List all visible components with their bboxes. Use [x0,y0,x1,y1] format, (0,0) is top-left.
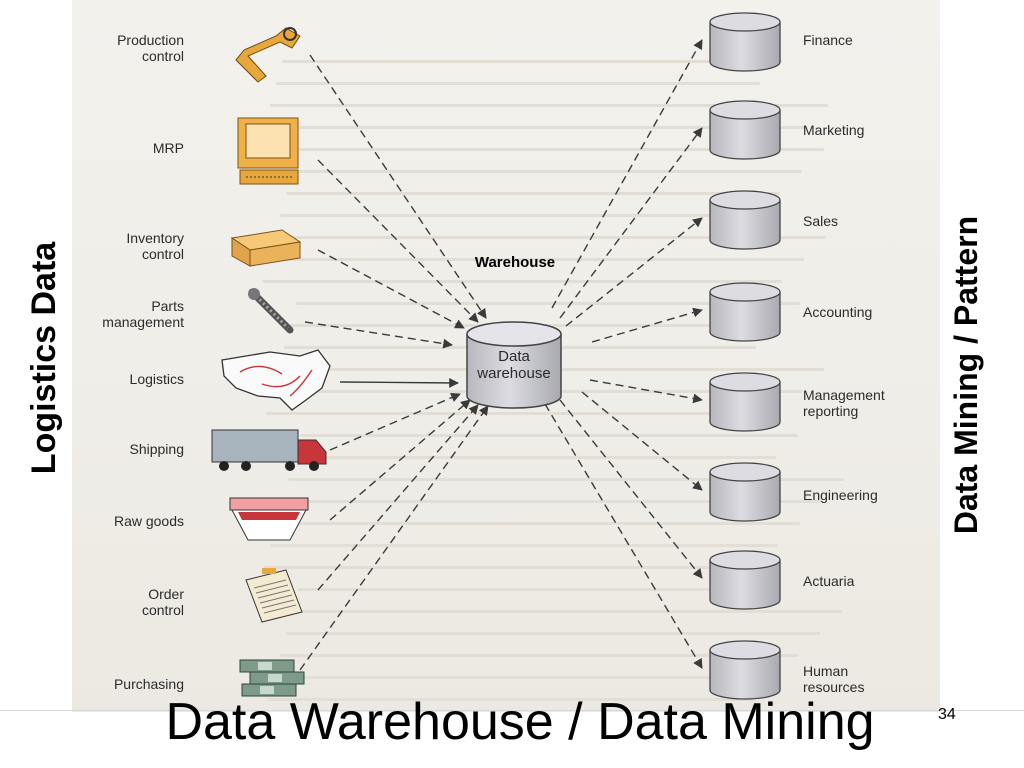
destination-label-management-reporting: Management reporting [803,387,885,419]
footer-divider [0,710,1024,711]
arrow-purchasing [299,405,489,671]
destination-label-sales: Sales [803,213,839,229]
source-label-production-control: Production control [117,32,184,64]
robot-arm-icon [235,27,301,83]
cylinder-actuaria [709,550,781,610]
computer-terminal-icon [237,117,299,185]
slide-title: Data Warehouse / Data Mining [165,693,875,751]
clipboard-icon [245,568,303,623]
cylinder-accounting [709,282,781,342]
arrow-to-accounting [591,307,703,343]
arrow-inventory-control [317,249,465,329]
box-icon [230,229,302,267]
arrow-to-engineering [581,391,703,491]
source-label-inventory-control: Inventory control [126,230,184,262]
source-label-logistics: Logistics [129,371,184,387]
cylinder-finance [709,12,781,72]
data-mining-pattern-label: Data Mining / Pattern [948,215,984,535]
arrow-raw-goods [329,399,471,521]
scanned-figure-background [72,0,940,712]
logistics-data-label: Logistics Data [25,241,63,475]
arrow-mrp [317,159,479,323]
arrow-logistics [339,378,459,388]
source-label-order-control: Order control [141,586,184,618]
destination-label-marketing: Marketing [803,122,865,138]
money-stack-icon [239,659,305,697]
page-number: 34 [938,706,956,723]
cylinder-management-reporting [709,372,781,432]
arrow-order-control [317,404,479,591]
source-label-shipping: Shipping [129,441,185,457]
cylinder-human-resources [709,640,781,700]
destination-label-finance: Finance [803,32,853,48]
data-warehouse-cylinder [466,321,562,409]
bolt-icon [248,288,294,334]
arrow-shipping [329,392,461,451]
arrow-to-marketing [559,127,703,319]
arrow-to-actuaria [559,399,703,579]
data-warehouse-label: Data warehouse [477,348,551,382]
destination-label-engineering: Engineering [803,487,878,503]
destination-label-accounting: Accounting [803,304,873,320]
cylinder-sales [709,190,781,250]
us-map-icon [221,349,331,411]
source-label-parts-management: Parts management [102,298,184,330]
cylinder-engineering [709,462,781,522]
destination-label-human-resources: Human resources [803,663,865,695]
warehouse-caption: Warehouse [474,254,556,271]
cylinder-marketing [709,100,781,160]
truck-icon [211,429,327,471]
arrow-to-management-reporting [589,379,703,404]
flow-arrows [299,39,703,671]
arrow-to-sales [565,217,703,327]
bin-icon [229,497,309,541]
source-label-raw-goods: Raw goods [113,513,184,529]
source-label-mrp: MRP [152,140,184,156]
arrow-parts-management [304,321,453,349]
arrow-production-control [309,54,487,319]
source-icons [211,27,331,697]
arrow-to-human-resources [544,403,703,669]
source-label-purchasing: Purchasing [113,676,184,692]
destination-label-actuaria: Actuaria [803,573,855,589]
destination-cylinders [709,12,781,700]
